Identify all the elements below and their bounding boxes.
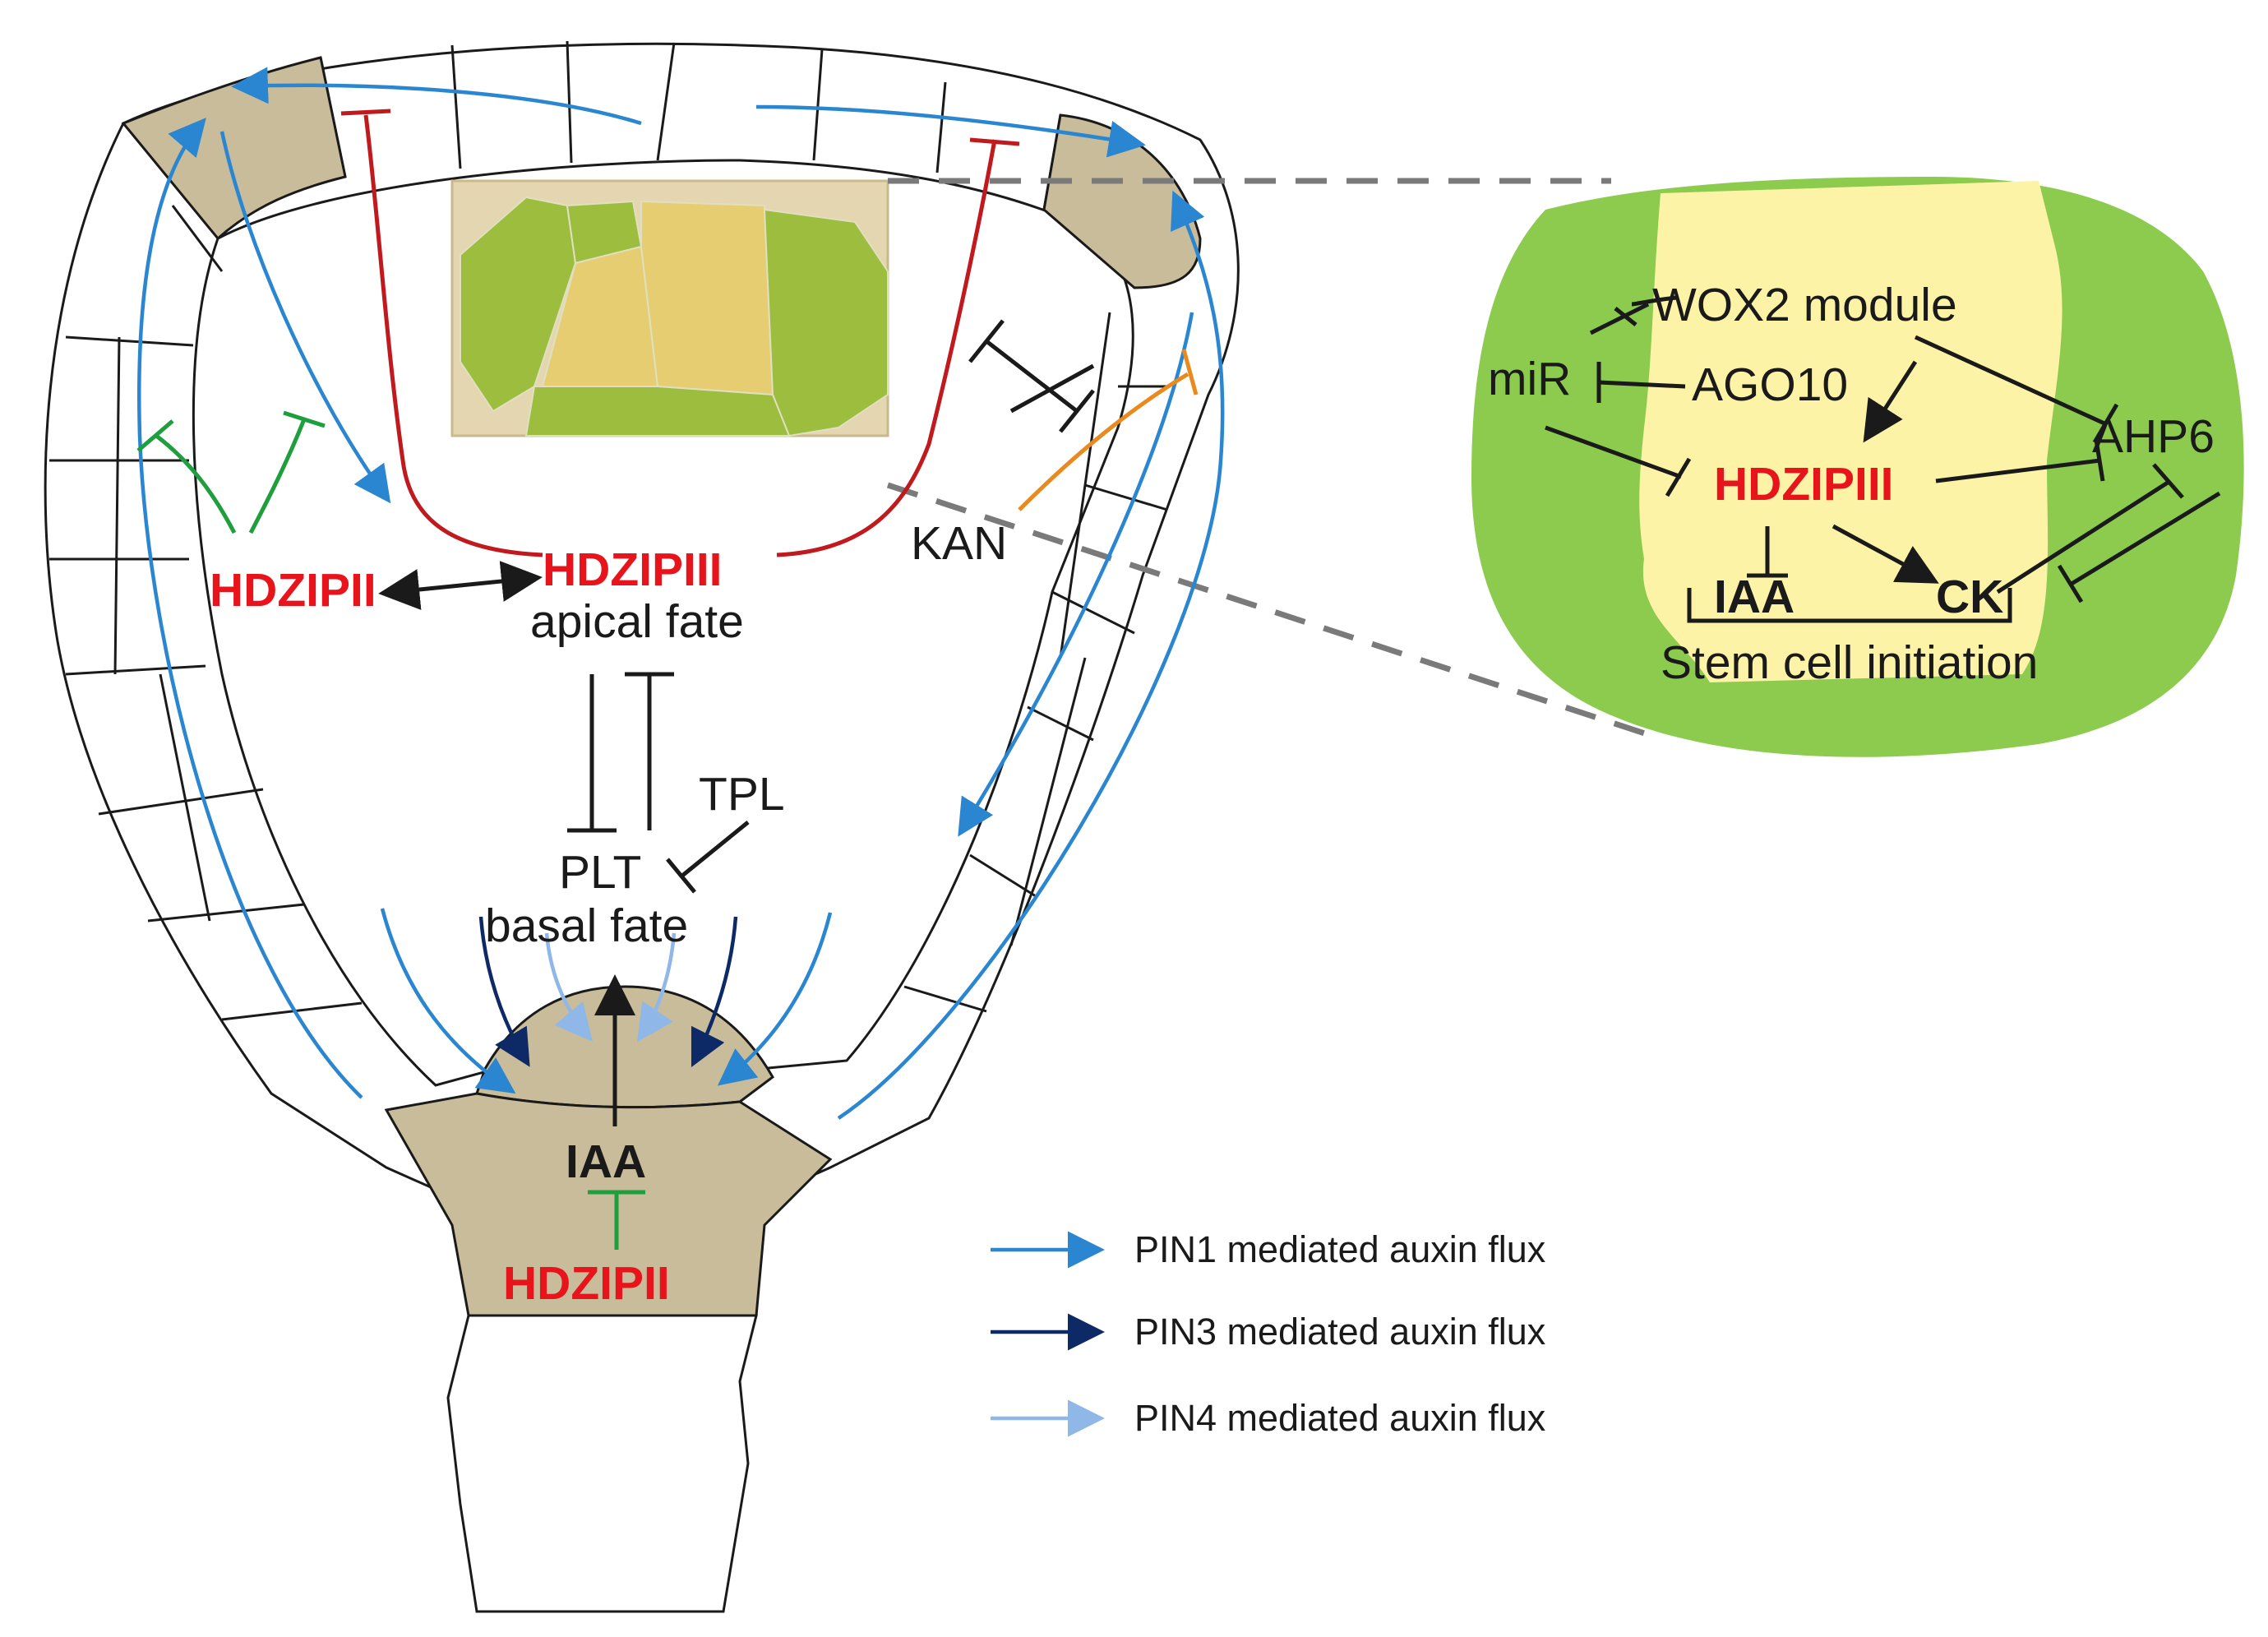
label-hdzipii-left: HDZIPII [210,564,376,617]
legend: PIN1 mediated auxin flux PIN3 mediated a… [991,1228,1546,1439]
inset-yellow-region [1639,181,2062,682]
inset-label-iaa: IAA [1714,571,1795,623]
legend-item-pin3: PIN3 mediated auxin flux [991,1311,1546,1353]
label-plt: PLT [559,846,641,899]
sam-zoom-inset: WOX2 module miR AGO10 AHP6 HDZIPIII IAA … [1471,177,2244,757]
dashed-connectors [886,178,1654,739]
hdzipii-hdzipiii-arrow [378,561,543,610]
hdzipiii-inhibit-left [363,114,543,557]
label-hdzipiii-center: HDZIPIII [543,543,723,596]
label-tpl: TPL [699,768,785,821]
label-iaa-bottom: IAA [566,1135,646,1188]
legend-label-pin4: PIN4 mediated auxin flux [1134,1397,1546,1439]
tan-cell-top-left [121,56,347,241]
pin4-flux-arrows [544,932,677,1043]
pin3-flux-arrows [478,916,738,1068]
pin1-flux-arrows [137,67,1225,1120]
legend-item-pin4: PIN4 mediated auxin flux [991,1397,1546,1439]
inset-label-ck: CK [1936,571,2003,623]
apical-basal-mutual-inhibition [567,672,674,833]
inset-label-hdzipiii: HDZIPIII [1714,458,1894,511]
hdzipii-inhibit-b [248,418,307,534]
inset-regulation [1545,295,2221,623]
label-apical-fate: apical fate [530,595,744,648]
suspensor [446,1314,758,1613]
inset-label-wox2-module: WOX2 module [1652,279,1957,331]
kan-inhibit-arrow [1018,372,1189,511]
inset-label-ahp6: AHP6 [2092,410,2215,463]
inset-label-mir: miR [1488,353,1571,405]
embryo-outer-layer [44,40,1240,1202]
inset-label-ago10: AGO10 [1692,358,1848,411]
legend-label-pin3: PIN3 mediated auxin flux [1134,1311,1546,1353]
label-basal-fate: basal fate [485,899,688,952]
sam-region-box [450,179,889,437]
label-kan: KAN [911,517,1007,570]
label-hdzipii-bottom: HDZIPII [503,1257,670,1310]
hypophysis-basal-cell [384,1092,833,1317]
hdzipiii-inhibit-right [776,139,997,557]
legend-label-pin1: PIN1 mediated auxin flux [1134,1228,1546,1270]
hdzipii-inhibit-a [155,434,237,534]
tpl-inhibit-plt [681,821,750,877]
kan-hdzipiii-mutual-inhibition [968,319,1095,433]
legend-item-pin1: PIN1 mediated auxin flux [991,1228,1546,1270]
inset-label-stem-cell-initiation: Stem cell initiation [1661,636,2038,689]
